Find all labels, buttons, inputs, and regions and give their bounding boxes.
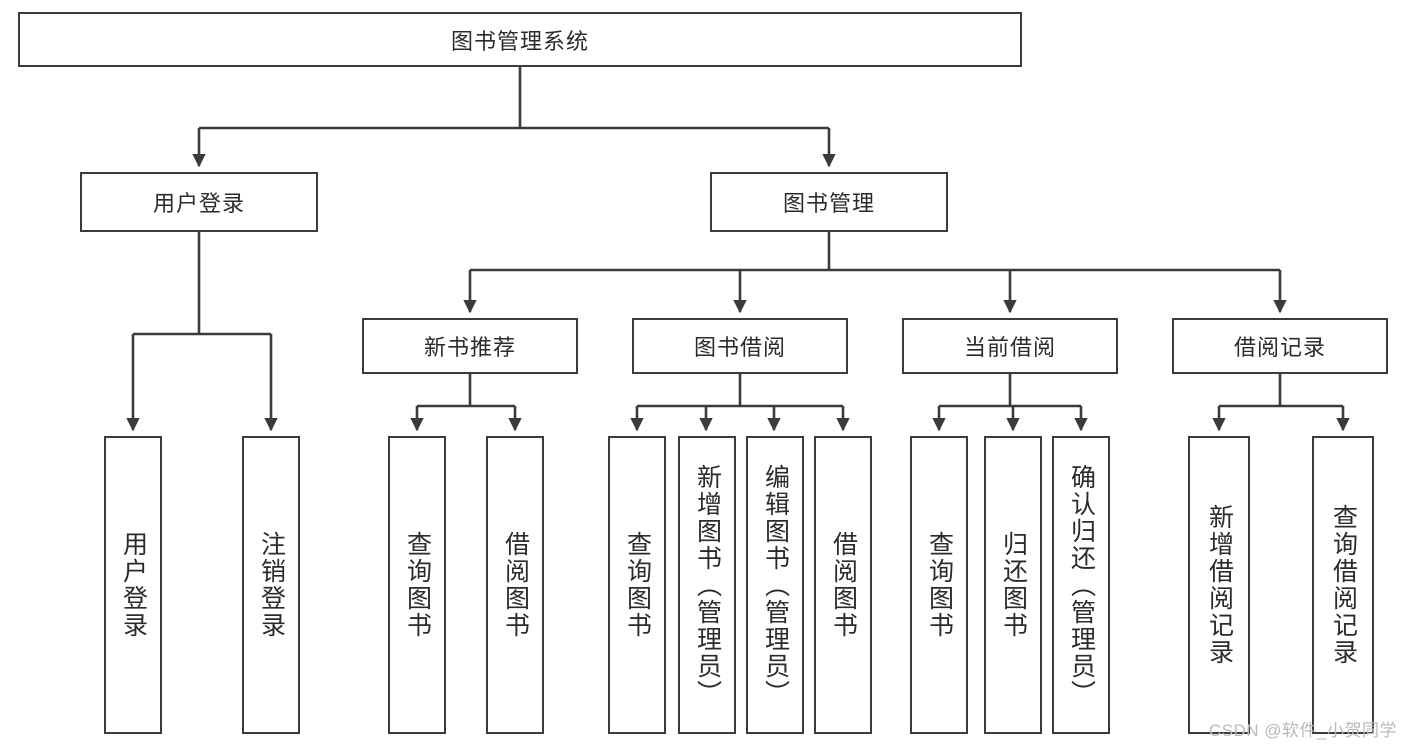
node-book-management-label: 图书管理 <box>782 191 875 216</box>
node-borrow-records[interactable]: 借阅记录 <box>1172 318 1388 374</box>
node-new-book-recommend-label: 新书推荐 <box>423 335 516 360</box>
leaf-query-book-borrow[interactable]: 查询图书 <box>608 436 666 734</box>
node-book-borrow-label: 图书借阅 <box>693 335 786 360</box>
node-root[interactable]: 图书管理系统 <box>18 12 1022 67</box>
node-borrow-records-label: 借阅记录 <box>1233 335 1326 360</box>
leaf-return-book-label: 归还图书 <box>999 531 1028 639</box>
node-new-book-recommend[interactable]: 新书推荐 <box>362 318 578 374</box>
leaf-add-borrow-record[interactable]: 新增借阅记录 <box>1188 436 1250 734</box>
node-current-borrow[interactable]: 当前借阅 <box>902 318 1118 374</box>
leaf-confirm-return-admin-label: 确认归还（管理员） <box>1067 463 1096 707</box>
leaf-edit-book-admin-label: 编辑图书（管理员） <box>761 463 790 707</box>
leaf-query-book-recommend-label: 查询图书 <box>403 531 432 639</box>
node-root-label: 图书管理系统 <box>450 28 589 54</box>
node-book-borrow[interactable]: 图书借阅 <box>632 318 848 374</box>
node-user-login-label: 用户登录 <box>152 191 245 216</box>
leaf-user-login[interactable]: 用户登录 <box>104 436 162 734</box>
watermark: CSDN @软件_小贺同学 <box>1208 721 1397 740</box>
leaf-query-book-borrow-label: 查询图书 <box>623 531 652 639</box>
leaf-borrow-book-recommend[interactable]: 借阅图书 <box>486 436 544 734</box>
leaf-query-book-recommend[interactable]: 查询图书 <box>388 436 446 734</box>
leaf-query-book-current-label: 查询图书 <box>925 531 954 639</box>
leaf-user-login-label: 用户登录 <box>119 531 148 639</box>
leaf-query-book-current[interactable]: 查询图书 <box>910 436 968 734</box>
leaf-logout-label: 注销登录 <box>257 531 286 639</box>
node-current-borrow-label: 当前借阅 <box>963 335 1056 360</box>
leaf-query-borrow-record-label: 查询借阅记录 <box>1329 504 1358 666</box>
leaf-borrow-book-recommend-label: 借阅图书 <box>501 531 530 639</box>
leaf-query-borrow-record[interactable]: 查询借阅记录 <box>1312 436 1374 734</box>
leaf-borrow-book-label: 借阅图书 <box>829 531 858 639</box>
leaf-add-book-admin[interactable]: 新增图书（管理员） <box>678 436 736 734</box>
node-book-management[interactable]: 图书管理 <box>710 172 948 232</box>
leaf-return-book[interactable]: 归还图书 <box>984 436 1042 734</box>
leaf-confirm-return-admin[interactable]: 确认归还（管理员） <box>1052 436 1110 734</box>
leaf-add-borrow-record-label: 新增借阅记录 <box>1205 504 1234 666</box>
leaf-edit-book-admin[interactable]: 编辑图书（管理员） <box>746 436 804 734</box>
node-user-login[interactable]: 用户登录 <box>80 172 318 232</box>
leaf-logout[interactable]: 注销登录 <box>242 436 300 734</box>
leaf-borrow-book[interactable]: 借阅图书 <box>814 436 872 734</box>
leaf-add-book-admin-label: 新增图书（管理员） <box>693 463 722 707</box>
